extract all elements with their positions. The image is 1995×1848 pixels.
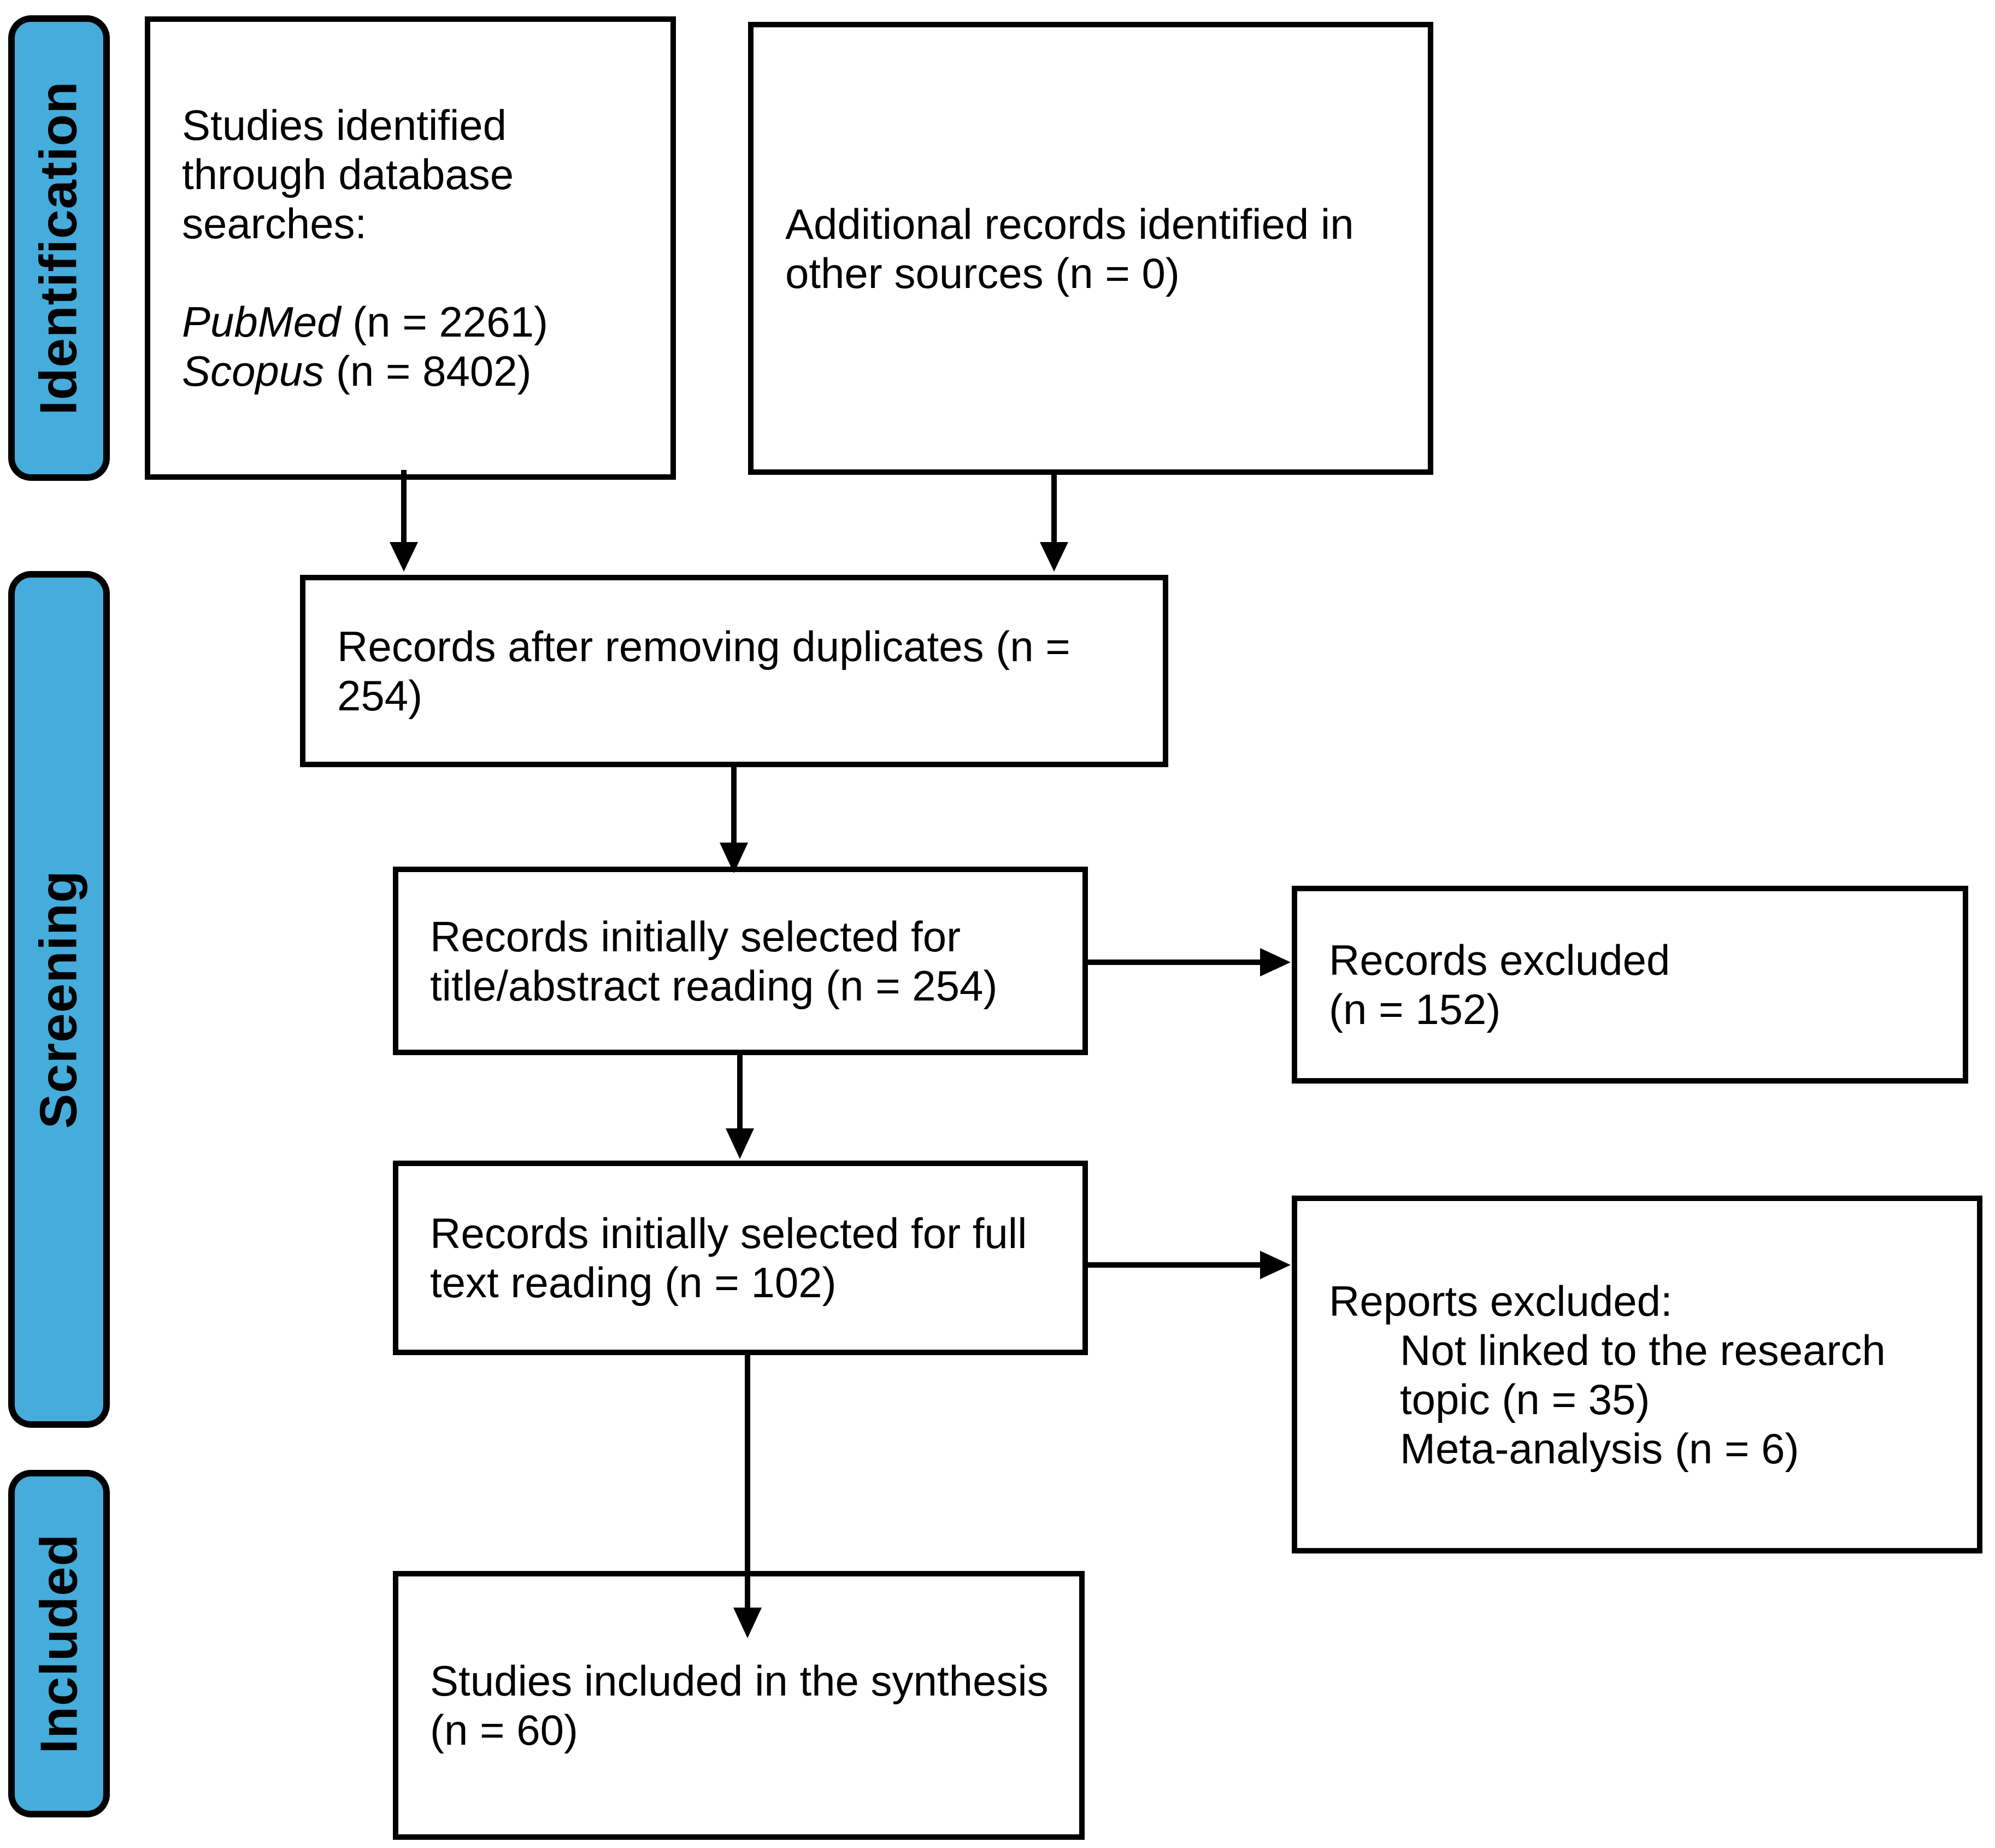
box-records-excluded-text: Records excluded (n = 152)	[1329, 936, 1670, 1033]
box-deduplicated-records-text: Records after removing duplicates (n = 2…	[337, 622, 1070, 720]
box-full-text-screening: Records initially selected for full text…	[393, 1161, 1088, 1355]
arrow-dedup-to-titleabstract	[720, 766, 748, 873]
stage-bar-identification: Identification	[8, 15, 110, 481]
box-other-sources-text: Additional records identified in other s…	[785, 199, 1354, 297]
arrow-dbsearch-to-dedup	[390, 470, 418, 572]
stage-label-included: Included	[30, 1533, 88, 1754]
box-deduplicated-records: Records after removing duplicates (n = 2…	[300, 575, 1168, 767]
box-database-search-sources: PubMed (n = 2261) Scopus (n = 8402)	[182, 297, 657, 396]
box-included-synthesis-text: Studies included in the synthesis (n = 6…	[430, 1657, 1049, 1754]
box-title-abstract-screening: Records initially selected for title/abs…	[393, 867, 1088, 1055]
stage-label-identification: Identification	[30, 81, 89, 415]
source-count-scopus: (n = 8402)	[324, 347, 532, 395]
source-line-pubmed: PubMed (n = 2261)	[182, 297, 657, 346]
box-included-synthesis: Studies included in the synthesis (n = 6…	[393, 1571, 1085, 1840]
source-line-scopus: Scopus (n = 8402)	[182, 346, 657, 396]
box-reports-excluded: Reports excluded: Not linked to the rese…	[1292, 1196, 1982, 1553]
box-title-abstract-screening-text: Records initially selected for title/abs…	[430, 912, 998, 1010]
box-full-text-screening-text: Records initially selected for full text…	[430, 1209, 1027, 1306]
box-database-search: Studies identified through database sear…	[145, 16, 676, 480]
box-records-excluded: Records excluded (n = 152)	[1292, 886, 1968, 1084]
box-reports-excluded-reasons: Not linked to the research topic (n = 35…	[1400, 1326, 1886, 1473]
box-database-search-intro: Studies identified through database sear…	[182, 101, 514, 248]
arrow-fulltext-to-reportsexcluded	[1087, 1251, 1291, 1279]
box-other-sources: Additional records identified in other s…	[748, 22, 1433, 475]
stage-bar-included: Included	[8, 1470, 110, 1817]
source-name-scopus: Scopus	[182, 347, 325, 395]
stage-bar-screening: Screening	[8, 571, 110, 1428]
source-count-pubmed: (n = 2261)	[340, 298, 548, 346]
stage-label-screening: Screening	[30, 870, 88, 1129]
box-reports-excluded-title: Reports excluded:	[1329, 1276, 1673, 1325]
arrow-titleabstract-to-excluded	[1087, 948, 1291, 976]
arrow-titleabstract-to-fulltext	[726, 1054, 754, 1159]
source-name-pubmed: PubMed	[182, 298, 341, 346]
arrow-othersources-to-dedup	[1040, 471, 1068, 572]
